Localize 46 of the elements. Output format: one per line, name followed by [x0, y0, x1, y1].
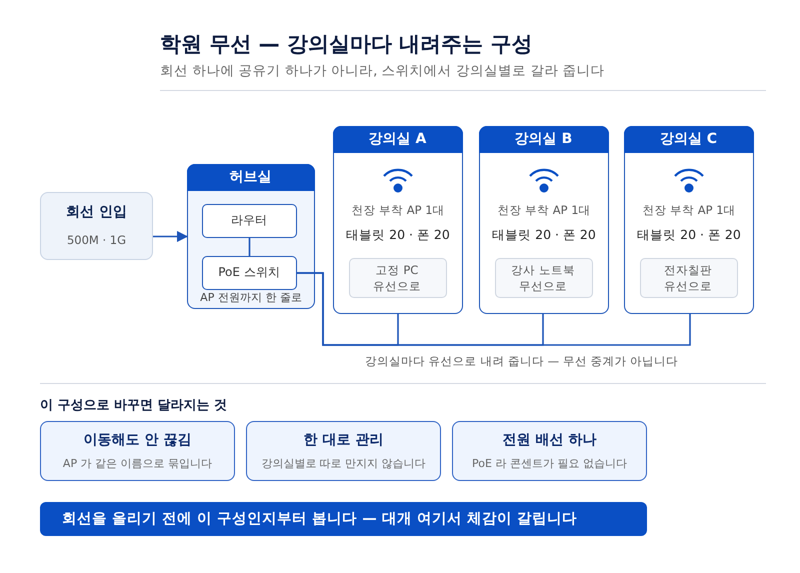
device-label: PoE 스위치 — [217, 264, 281, 280]
banner-text: 회선을 올리기 전에 이 구성인지부터 봅니다 — 대개 여기서 체감이 갈립니다 — [62, 510, 577, 529]
card-text: AP 가 같은 이름으로 묶입니다 — [62, 456, 214, 471]
device-box — [202, 256, 296, 290]
device-count: 태블릿 20 · 폰 20 — [491, 227, 597, 244]
panel-heading: 강의실 B — [478, 126, 608, 152]
panel-heading: 강의실 A — [332, 126, 462, 152]
card-title: 한 대로 관리 — [302, 431, 384, 449]
device-label: 전자칠판 유선으로 — [663, 262, 713, 294]
section-heading: 이 구성으로 바꾸면 달라지는 것 — [40, 397, 228, 414]
device-label: 라우터 — [230, 212, 268, 228]
bus-note: 강의실마다 유선으로 내려 줍니다 — 무선 중계가 아닙니다 — [365, 354, 678, 369]
source-box — [40, 192, 153, 260]
classroom-panel — [624, 126, 754, 314]
hub-room-panel — [187, 164, 315, 309]
benefit-card — [40, 421, 235, 481]
device-box — [494, 258, 592, 298]
panel-heading: 강의실 C — [624, 126, 754, 152]
device-count: 태블릿 20 · 폰 20 — [345, 227, 451, 244]
subtitle: 회선 하나에 공유기 하나가 아니라, 스위치에서 강의실별로 갈라 줍니다 — [160, 62, 605, 80]
card-title: 이동해도 안 끊김 — [82, 431, 192, 449]
device-label: 고정 PC 유선으로 — [372, 262, 422, 294]
classroom-panel — [479, 126, 609, 314]
device-label: 강사 노트북 무선으로 — [510, 262, 576, 294]
connector — [297, 272, 691, 346]
ap-note: 천장 부착 AP 1대 — [350, 203, 446, 218]
summary-banner — [40, 502, 647, 536]
panel-heading: 허브실 — [186, 164, 314, 190]
device-box — [640, 258, 738, 298]
card-text: PoE 라 콘센트가 필요 없습니다 — [471, 456, 628, 471]
card-text: 강의실별로 따로 만지지 않습니다 — [260, 456, 427, 471]
device-box — [202, 204, 296, 238]
connector — [153, 230, 188, 242]
benefit-card — [246, 421, 441, 481]
ap-note: 천장 부착 AP 1대 — [641, 203, 737, 218]
card-title: 전원 배선 하나 — [502, 431, 598, 449]
classroom-panel — [333, 126, 463, 314]
hub-note: AP 전원까지 한 줄로 — [199, 290, 303, 305]
source-detail: 500M · 1G — [66, 233, 128, 247]
device-count: 태블릿 20 · 폰 20 — [636, 227, 742, 244]
benefit-card — [452, 421, 647, 481]
connector — [248, 238, 250, 256]
ap-note: 천장 부착 AP 1대 — [496, 203, 592, 218]
device-box — [348, 258, 446, 298]
source-title: 회선 인입 — [65, 203, 128, 221]
title: 학원 무선 — 강의실마다 내려주는 구성 — [160, 31, 533, 58]
